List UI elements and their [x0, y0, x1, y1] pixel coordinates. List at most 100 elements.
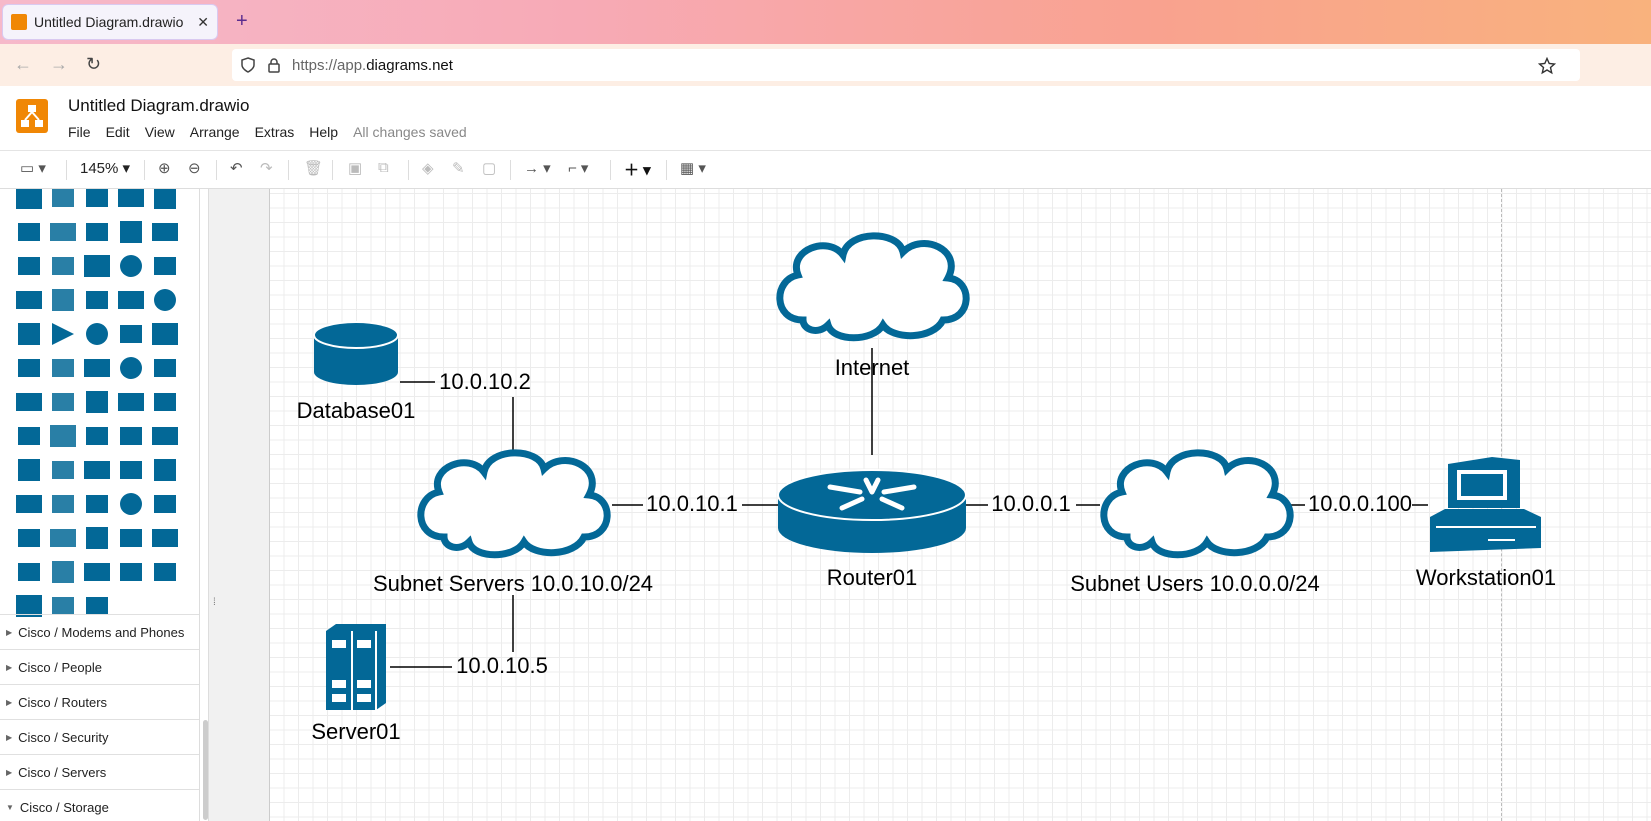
palette-shape-icon[interactable]	[151, 253, 179, 279]
format-panel-icon[interactable]: ▭ ▾	[20, 160, 46, 177]
subnet-servers-cloud-icon[interactable]	[421, 453, 607, 555]
palette-shape-icon[interactable]	[83, 189, 111, 211]
category-storage[interactable]: ▼Cisco / Storage	[0, 789, 199, 821]
palette-shape-icon[interactable]	[49, 287, 77, 313]
shadow-icon[interactable]: ▢	[482, 160, 497, 177]
palette-shape-icon[interactable]	[15, 559, 43, 585]
url-field[interactable]: https://app.diagrams.net	[232, 49, 1580, 81]
palette-shape-icon[interactable]	[117, 457, 145, 483]
palette-shape-icon[interactable]	[117, 287, 145, 313]
palette-shape-icon[interactable]	[151, 525, 179, 551]
router-icon[interactable]	[777, 469, 967, 553]
palette-shape-icon[interactable]	[49, 525, 77, 551]
category-routers[interactable]: ▶Cisco / Routers	[0, 684, 199, 719]
palette-shape-icon[interactable]	[83, 525, 111, 551]
palette-shape-icon[interactable]	[83, 355, 111, 381]
reload-icon[interactable]: ↻	[86, 54, 102, 74]
palette-shape-icon[interactable]	[117, 491, 145, 517]
category-servers[interactable]: ▶Cisco / Servers	[0, 754, 199, 789]
document-title[interactable]: Untitled Diagram.drawio	[68, 96, 250, 115]
palette-shape-icon[interactable]	[15, 593, 43, 619]
palette-shape-icon[interactable]	[151, 321, 179, 347]
zoom-select[interactable]: 145% ▾	[80, 160, 131, 177]
connection-icon[interactable]: → ▾	[524, 160, 551, 177]
waypoints-icon[interactable]: ⌐ ▾	[568, 160, 589, 177]
palette-shape-icon[interactable]	[15, 525, 43, 551]
palette-shape-icon[interactable]	[151, 189, 179, 211]
palette-shape-icon[interactable]	[117, 219, 145, 245]
palette-shape-icon[interactable]	[15, 491, 43, 517]
palette-shape-icon[interactable]	[49, 593, 77, 619]
palette-shape-icon[interactable]	[49, 559, 77, 585]
palette-shape-icon[interactable]	[117, 525, 145, 551]
menu-edit[interactable]: Edit	[105, 124, 130, 140]
to-front-icon[interactable]: ▣	[348, 160, 363, 177]
workstation-icon[interactable]	[1430, 457, 1541, 552]
category-modems-phones[interactable]: ▶Cisco / Modems and Phones	[0, 614, 199, 649]
zoom-in-icon[interactable]: ⊕	[158, 160, 171, 177]
line-color-icon[interactable]: ✎	[452, 160, 465, 177]
palette-shape-icon[interactable]	[117, 253, 145, 279]
palette-shape-icon[interactable]	[151, 423, 179, 449]
palette-shape-icon[interactable]	[15, 389, 43, 415]
palette-shape-icon[interactable]	[117, 189, 145, 211]
category-people[interactable]: ▶Cisco / People	[0, 649, 199, 684]
menu-extras[interactable]: Extras	[254, 124, 295, 140]
palette-shape-icon[interactable]	[49, 491, 77, 517]
new-tab-icon[interactable]: +	[236, 10, 248, 32]
palette-shape-icon[interactable]	[49, 253, 77, 279]
palette-shape-icon[interactable]	[151, 219, 179, 245]
palette-shape-icon[interactable]	[83, 389, 111, 415]
palette-shape-icon[interactable]	[83, 457, 111, 483]
category-security[interactable]: ▶Cisco / Security	[0, 719, 199, 754]
palette-shape-icon[interactable]	[151, 355, 179, 381]
bookmark-star-icon[interactable]	[1538, 57, 1556, 75]
palette-shape-icon[interactable]	[151, 389, 179, 415]
palette-shape-icon[interactable]	[15, 287, 43, 313]
palette-shape-icon[interactable]	[83, 491, 111, 517]
menu-arrange[interactable]: Arrange	[189, 124, 240, 140]
palette-shape-icon[interactable]	[151, 457, 179, 483]
menu-view[interactable]: View	[144, 124, 175, 140]
palette-shape-icon[interactable]	[49, 321, 77, 347]
to-back-icon[interactable]: ⧉	[378, 159, 389, 176]
palette-shape-icon[interactable]	[83, 593, 111, 619]
zoom-out-icon[interactable]: ⊖	[188, 160, 201, 177]
palette-shape-icon[interactable]	[49, 389, 77, 415]
palette-shape-icon[interactable]	[117, 423, 145, 449]
insert-icon[interactable]: ＋ ▾	[624, 162, 651, 179]
sidebar-resize-handle[interactable]: ⁞	[208, 189, 224, 821]
palette-shape-icon[interactable]	[15, 423, 43, 449]
subnet-users-cloud-icon[interactable]	[1104, 453, 1290, 555]
palette-shape-icon[interactable]	[49, 189, 77, 211]
palette-shape-icon[interactable]	[15, 321, 43, 347]
palette-shape-icon[interactable]	[83, 559, 111, 585]
palette-shape-icon[interactable]	[15, 457, 43, 483]
palette-shape-icon[interactable]	[15, 189, 43, 211]
palette-shape-icon[interactable]	[15, 355, 43, 381]
menu-file[interactable]: File	[68, 124, 91, 140]
palette-shape-icon[interactable]	[83, 321, 111, 347]
palette-shape-icon[interactable]	[15, 253, 43, 279]
close-tab-icon[interactable]: ✕	[197, 13, 209, 30]
palette-shape-icon[interactable]	[49, 423, 77, 449]
palette-shape-icon[interactable]	[83, 253, 111, 279]
palette-shape-icon[interactable]	[117, 321, 145, 347]
browser-tab[interactable]: Untitled Diagram.drawio ✕	[2, 4, 218, 40]
sidebar-scrollbar[interactable]	[203, 720, 208, 820]
palette-shape-icon[interactable]	[83, 287, 111, 313]
palette-shape-icon[interactable]	[49, 355, 77, 381]
menu-help[interactable]: Help	[309, 124, 339, 140]
forward-icon[interactable]: →	[50, 54, 68, 74]
database-icon[interactable]	[313, 321, 399, 385]
palette-shape-icon[interactable]	[49, 457, 77, 483]
palette-shape-icon[interactable]	[15, 219, 43, 245]
palette-shape-icon[interactable]	[117, 559, 145, 585]
palette-shape-icon[interactable]	[151, 559, 179, 585]
palette-shape-icon[interactable]	[117, 389, 145, 415]
palette-shape-icon[interactable]	[49, 219, 77, 245]
palette-shape-icon[interactable]	[83, 423, 111, 449]
internet-cloud-icon[interactable]	[780, 236, 966, 338]
palette-shape-icon[interactable]	[151, 491, 179, 517]
fill-color-icon[interactable]: ◈	[422, 160, 434, 177]
